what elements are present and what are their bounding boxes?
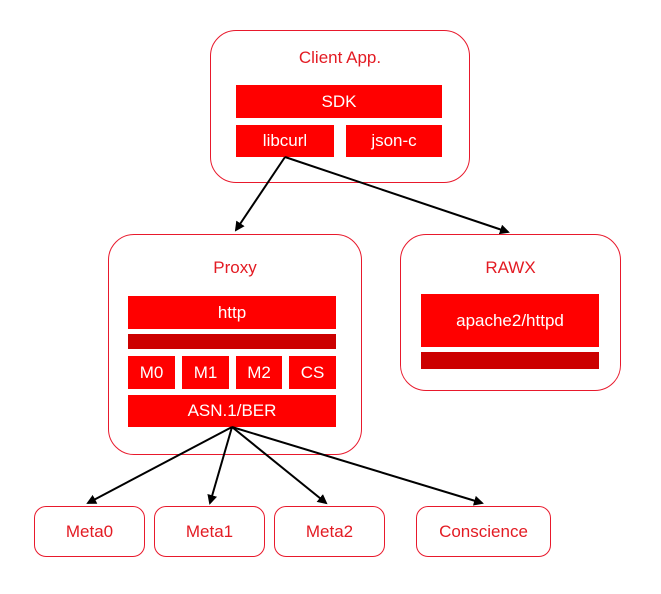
proxy-separator-layer — [128, 334, 336, 349]
conscience-node: Conscience — [416, 506, 551, 557]
meta0-node: Meta0 — [34, 506, 145, 557]
arrow-client-to-proxy — [234, 156, 286, 232]
m0-module: M0 — [128, 356, 175, 389]
arrow-proxy-to-meta1 — [207, 426, 233, 505]
cs-module: CS — [289, 356, 336, 389]
sdk-layer: SDK — [236, 85, 442, 118]
m1-module: M1 — [182, 356, 229, 389]
json-c-layer: json-c — [346, 125, 442, 157]
proxy-title: Proxy — [213, 258, 257, 277]
m2-module: M2 — [236, 356, 282, 389]
asn-ber-layer: ASN.1/BER — [128, 395, 336, 427]
arrow-proxy-to-conscience — [231, 426, 484, 506]
apache-httpd-layer: apache2/httpd — [421, 294, 599, 347]
rawx-title: RAWX — [485, 258, 536, 277]
arrow-client-to-rawx — [284, 156, 510, 235]
arrow-proxy-to-meta2 — [231, 426, 328, 505]
arrow-proxy-to-meta0 — [86, 426, 233, 504]
libcurl-layer: libcurl — [236, 125, 334, 157]
http-layer: http — [128, 296, 336, 329]
meta1-node: Meta1 — [154, 506, 265, 557]
meta2-node: Meta2 — [274, 506, 385, 557]
rawx-separator-layer — [421, 352, 599, 369]
client-app-title: Client App. — [298, 48, 382, 67]
